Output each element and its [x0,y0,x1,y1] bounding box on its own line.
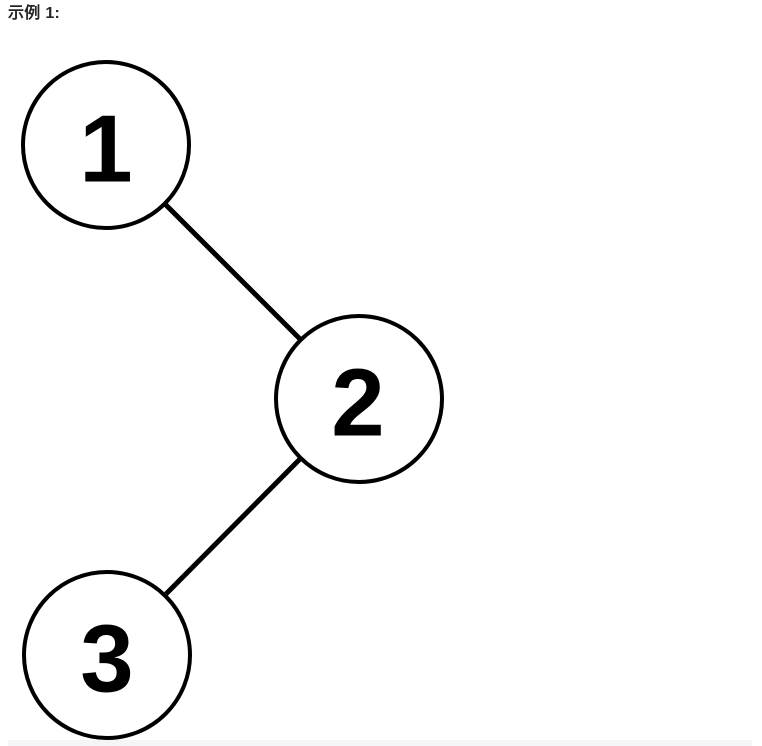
graph-diagram: 1 2 3 [21,60,444,740]
bottom-divider-band [8,740,752,746]
node-label-2: 2 [331,350,384,457]
node-circle-3 [22,570,192,740]
page-title: 示例 1: [8,5,61,22]
node-circle-1 [21,60,191,230]
graph-figure: 1 2 3 [0,28,762,740]
graph-node-2: 2 [274,314,444,484]
graph-node-1: 1 [21,60,191,230]
node-label-1: 1 [79,96,132,203]
edge-node2-node3 [164,457,302,596]
node-circle-2 [274,314,444,484]
node-label-3: 3 [80,606,133,713]
graph-node-3: 3 [22,570,192,740]
edge-node1-node2 [163,202,303,342]
